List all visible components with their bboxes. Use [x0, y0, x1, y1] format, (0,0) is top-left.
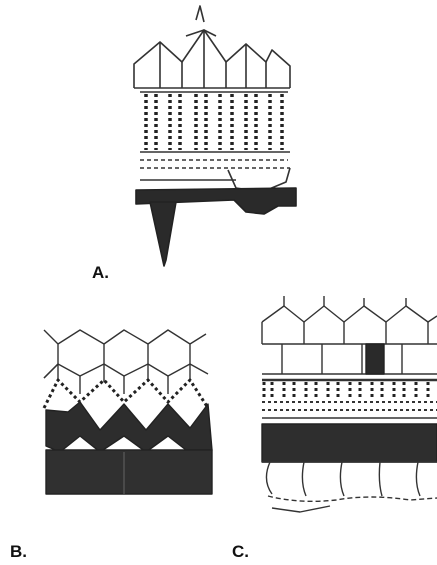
panel-c-label: C. [232, 542, 249, 562]
panel-c-diagram [262, 296, 437, 512]
panel-c-beaded-rows [264, 382, 428, 400]
panel-a-apical-spike [196, 6, 204, 22]
panel-b-label: B. [10, 542, 27, 562]
panel-b-dark-zigzag-band [46, 402, 212, 452]
panel-b-cell-network [44, 330, 206, 378]
panel-a-diagram [134, 6, 296, 266]
panel-c-lower-cells [266, 462, 420, 496]
panel-b-dark-block [46, 450, 212, 494]
panel-c-dark-cell [366, 344, 384, 374]
panel-c-dark-band [262, 424, 437, 462]
panel-b-diagram [44, 330, 212, 494]
panel-c-upper-cells [262, 306, 437, 322]
panel-a-lower-spike [150, 202, 176, 266]
panel-a-beaded-columns [146, 94, 282, 150]
panel-a-label: A. [92, 263, 109, 283]
